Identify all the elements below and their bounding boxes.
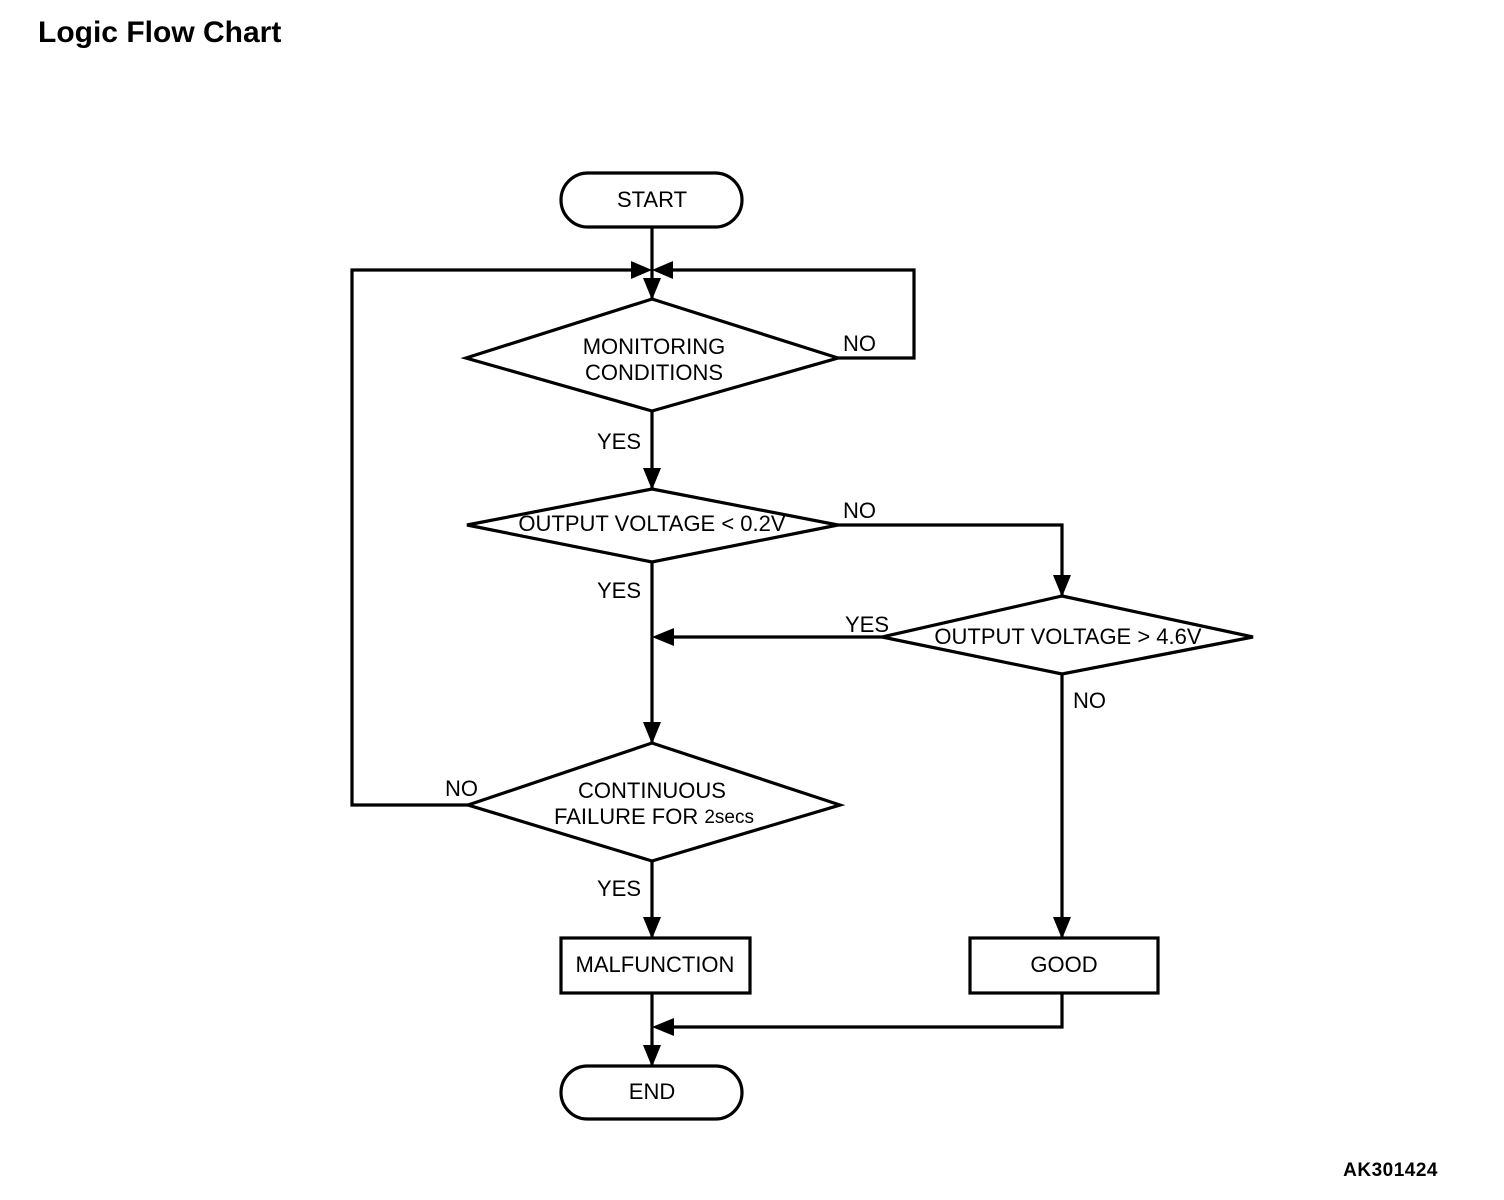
node-end-label: END — [629, 1079, 675, 1104]
edge-label-monitoring-yes: YES — [597, 429, 641, 454]
connector-volt-low-no — [838, 523, 1064, 595]
node-output-voltage-high-label: OUTPUT VOLTAGE > 4.6V — [934, 624, 1201, 649]
node-monitoring-label-line2: CONDITIONS — [585, 360, 723, 385]
arrowhead-good-merge — [652, 1018, 674, 1036]
node-monitoring-conditions[interactable] — [460, 297, 844, 413]
figure-code: AK301424 — [1343, 1160, 1438, 1181]
node-end[interactable] — [559, 1064, 744, 1121]
connector-continuous-no-loop — [350, 268, 636, 807]
node-output-voltage-low[interactable] — [466, 487, 839, 564]
edge-label-volt-high-yes: YES — [845, 612, 889, 637]
node-output-voltage-high[interactable] — [881, 594, 1254, 676]
arrowhead-monitoring-no-into-junction — [652, 261, 673, 279]
node-start[interactable] — [559, 171, 744, 229]
continuous-failure-line2-main: FAILURE FOR — [554, 804, 704, 829]
arrowhead-continuous-no-into-junction — [631, 261, 652, 279]
arrowhead-into-volt-low — [643, 468, 661, 490]
connector-monitoring-no-loop — [668, 268, 916, 360]
connector-good-to-merge — [668, 993, 1064, 1029]
edge-label-volt-low-no: NO — [843, 498, 876, 523]
arrowhead-into-continuous — [643, 722, 661, 744]
node-output-voltage-low-label: OUTPUT VOLTAGE < 0.2V — [518, 511, 785, 536]
edge-label-volt-low-yes: YES — [597, 578, 641, 603]
node-continuous-failure[interactable] — [462, 741, 846, 863]
arrowhead-into-good — [1053, 917, 1071, 939]
page-title: Logic Flow Chart — [38, 16, 282, 49]
arrowhead-into-end — [643, 1045, 661, 1067]
node-malfunction[interactable] — [559, 936, 752, 995]
arrowhead-volt-high-yes-merge — [652, 628, 674, 646]
node-continuous-failure-label-line1: CONTINUOUS — [578, 778, 726, 803]
node-malfunction-label: MALFUNCTION — [576, 952, 735, 977]
arrowhead-into-monitoring — [643, 278, 661, 300]
arrowhead-into-malfunction — [643, 917, 661, 939]
edge-label-monitoring-no: NO — [843, 331, 876, 356]
edge-label-volt-high-no: NO — [1073, 688, 1106, 713]
edge-label-continuous-yes: YES — [597, 876, 641, 901]
edge-label-continuous-no: NO — [445, 776, 478, 801]
node-good-label: GOOD — [1030, 952, 1097, 977]
node-continuous-failure-label-line2: FAILURE FOR 2secs — [554, 804, 754, 829]
node-start-label: START — [617, 187, 687, 212]
continuous-failure-line2-small: 2secs — [704, 807, 754, 828]
node-good[interactable] — [968, 936, 1160, 995]
arrowhead-into-volt-high — [1053, 575, 1071, 597]
node-monitoring-label-line1: MONITORING — [583, 334, 726, 359]
